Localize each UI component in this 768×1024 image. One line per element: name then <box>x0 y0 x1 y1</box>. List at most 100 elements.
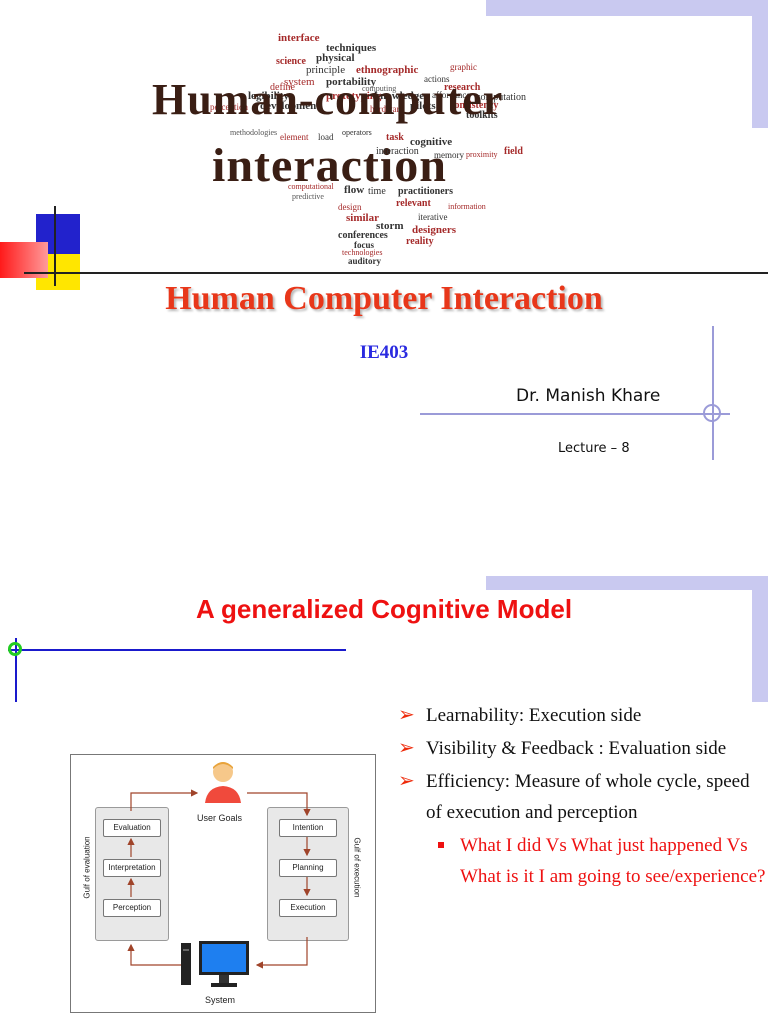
cloud-word: legibility <box>248 90 289 102</box>
sub-bullet-item: What I did Vs What just happened Vs What… <box>398 830 768 892</box>
cloud-word: actions <box>424 74 450 84</box>
cloud-word: define <box>270 82 295 93</box>
cloud-headline-line1: Human-computer <box>152 75 504 124</box>
title-slide: interface techniques science physical pr… <box>0 0 768 460</box>
slide-title: A generalized Cognitive Model <box>195 594 573 624</box>
gulf-of-evaluation-label: Gulf of evaluation <box>82 836 92 899</box>
cloud-word: information <box>448 202 486 211</box>
cloud-word: flow <box>344 184 365 196</box>
cloud-word: predictive <box>292 192 324 201</box>
cloud-word: research <box>444 82 481 93</box>
cloud-word: storm <box>376 220 404 232</box>
author-vertical-line <box>712 326 714 460</box>
crosshair-circle-icon <box>703 404 721 422</box>
cloud-word: design <box>338 202 362 212</box>
lecture-number: Lecture – 8 <box>558 441 630 456</box>
planning-box: Planning <box>279 859 337 877</box>
computer-icon <box>181 941 249 987</box>
right-accent-bar <box>752 590 768 702</box>
interpretation-box: Interpretation <box>103 859 161 877</box>
author-horizontal-line <box>420 413 730 415</box>
cloud-word: focus <box>354 240 374 250</box>
bullet-text: Efficiency: Measure of whole cycle, spee… <box>426 771 750 823</box>
cloud-word: physical <box>316 52 355 64</box>
presentation-title: Human Computer Interaction <box>165 280 603 317</box>
right-accent-bar <box>752 16 768 128</box>
content-slide: A generalized Cognitive Model ➢ Learnabi… <box>0 566 768 1024</box>
cloud-word: designers <box>412 224 456 236</box>
bullet-item: ➢ Visibility & Feedback : Evaluation sid… <box>398 733 768 764</box>
author-name: Dr. Manish Khare <box>516 386 661 406</box>
cognitive-model-diagram: Evaluation Interpretation Perception Int… <box>70 754 376 1013</box>
arrow-bullet-icon: ➢ <box>398 770 415 792</box>
cloud-word: prototyping <box>326 90 382 102</box>
cloud-word: pilots <box>410 100 436 112</box>
title-divider-line <box>24 272 768 274</box>
cloud-word: conferences <box>338 230 388 241</box>
cloud-word: system <box>284 76 315 88</box>
cloud-word: computational <box>288 182 334 191</box>
deco-vertical-line <box>15 638 17 702</box>
cloud-word: relevant <box>396 198 431 209</box>
system-label: System <box>205 995 236 1005</box>
cloud-word: load <box>318 132 334 142</box>
cloud-word: computing <box>362 84 397 93</box>
flow-arrows <box>127 789 311 969</box>
cloud-word: hardware <box>370 104 404 114</box>
deco-vertical-line <box>54 206 56 286</box>
cloud-word: ethnographic <box>356 64 419 76</box>
arrow-bullet-icon: ➢ <box>398 737 415 759</box>
cloud-word: portability <box>326 76 377 88</box>
user-goals-label: User Goals <box>197 813 243 823</box>
cloud-word: consistency <box>450 100 499 111</box>
cloud-word: iterative <box>418 212 448 222</box>
cloud-word: memory <box>434 150 464 160</box>
cloud-word: techniques <box>326 42 377 54</box>
square-bullet-icon <box>438 842 444 848</box>
cloud-word: affordance <box>432 90 471 100</box>
cloud-word: practitioners <box>398 186 453 197</box>
bullet-text: Visibility & Feedback : Evaluation side <box>426 738 727 759</box>
cloud-word: principle <box>306 64 346 76</box>
cloud-word: graphic <box>450 62 477 72</box>
title-underline <box>8 649 346 651</box>
cloud-headline-line2: interaction <box>212 139 447 192</box>
cloud-word: perception <box>210 102 248 112</box>
course-code: IE403 <box>359 342 409 363</box>
cloud-word: development <box>260 100 320 112</box>
perception-box: Perception <box>103 899 161 917</box>
bullet-item: ➢ Efficiency: Measure of whole cycle, sp… <box>398 766 768 828</box>
cloud-word: field <box>504 146 523 157</box>
cloud-word: auditory <box>348 256 382 266</box>
cloud-word: proximity <box>466 150 498 159</box>
word-cloud-image: interface techniques science physical pr… <box>148 20 618 272</box>
cloud-word: interaction <box>376 146 419 157</box>
cloud-word: element <box>280 132 309 142</box>
cloud-word: similar <box>346 212 379 224</box>
green-circle-icon <box>8 642 22 656</box>
header-accent-bar <box>486 0 768 16</box>
cloud-word: knowledge <box>374 90 425 102</box>
cloud-word: task <box>386 132 404 143</box>
cloud-word: interface <box>278 32 320 44</box>
bullet-list: ➢ Learnability: Execution side ➢ Visibil… <box>398 700 768 892</box>
cloud-word: technologies <box>342 248 383 257</box>
evaluation-box: Evaluation <box>103 819 161 837</box>
execution-box: Execution <box>279 899 337 917</box>
cloud-word: methodologies <box>230 128 278 137</box>
cloud-word: reality <box>406 236 434 247</box>
intention-box: Intention <box>279 819 337 837</box>
arrow-bullet-icon: ➢ <box>398 704 415 726</box>
cloud-word: computation <box>476 92 526 103</box>
bullet-item: ➢ Learnability: Execution side <box>398 700 768 731</box>
cloud-word: science <box>276 56 306 67</box>
cloud-word: operators <box>342 128 372 137</box>
cloud-word: cognitive <box>410 136 453 148</box>
header-accent-bar <box>486 576 768 590</box>
cloud-word: time <box>368 186 386 197</box>
gulf-of-execution-label: Gulf of execution <box>352 837 362 898</box>
user-icon <box>205 762 241 803</box>
cloud-word: toolkits <box>466 110 498 121</box>
bullet-text: Learnability: Execution side <box>426 705 642 726</box>
sub-bullet-text: What I did Vs What just happened Vs What… <box>460 835 766 887</box>
